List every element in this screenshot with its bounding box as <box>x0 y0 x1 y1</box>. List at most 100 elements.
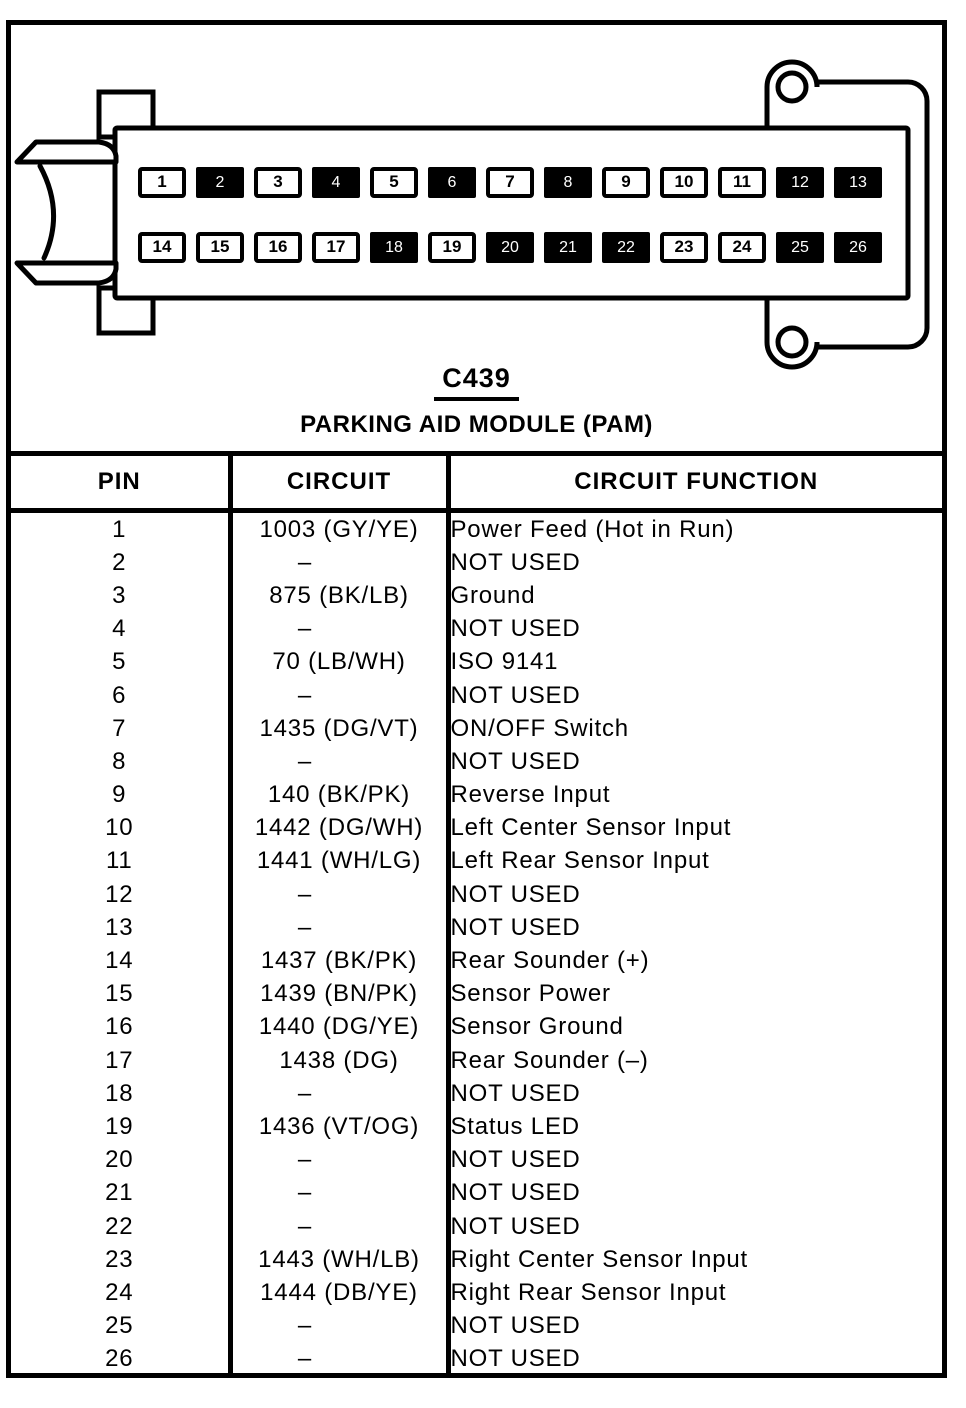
pin-5: 5 <box>370 167 418 198</box>
pin-cell: 11 <box>105 847 133 875</box>
pin-cell: 1 <box>112 515 127 543</box>
wire-crescent <box>37 163 56 261</box>
function-cell: Status LED <box>445 1110 942 1144</box>
function-cell: ISO 9141 <box>445 645 942 679</box>
pin-cell: 9 <box>112 781 127 809</box>
column-header-pin: PIN <box>11 453 230 513</box>
pin-2: 2 <box>196 167 244 198</box>
table-row: 24 1444 (DB/YE)Right Rear Sensor Input <box>11 1276 942 1310</box>
table-row: 11 1441 (WH/LG)Left Rear Sensor Input <box>11 844 942 879</box>
pin-cell: 16 <box>105 1013 134 1041</box>
pin-cell: 12 <box>105 880 134 908</box>
table-row: 2–NOT USED <box>11 546 942 580</box>
pin-cell: 15 <box>105 980 134 1008</box>
pin-7: 7 <box>486 167 534 198</box>
pin-9: 9 <box>602 167 650 198</box>
circuit-cell: 1444 (DB/YE) <box>227 1276 448 1310</box>
function-cell: Rear Sounder (+) <box>445 944 942 978</box>
pin-cell: 2 <box>112 548 127 576</box>
pin-16: 16 <box>254 232 302 263</box>
pin-cell: 7 <box>112 714 127 742</box>
circuit-cell: 140 (BK/PK) <box>227 778 448 812</box>
column-header-circuit: CIRCUIT <box>227 453 448 513</box>
pin-18: 18 <box>370 232 418 263</box>
pin-cell: 5 <box>112 648 127 676</box>
pin-22: 22 <box>602 232 650 263</box>
table-row: 21–NOT USED <box>11 1176 942 1210</box>
circuit-cell: 1439 (BN/PK) <box>227 977 448 1011</box>
table-row: 12–NOT USED <box>11 878 942 912</box>
circuit-cell: – <box>227 1342 448 1376</box>
pin-10: 10 <box>660 167 708 198</box>
function-cell: Sensor Ground <box>445 1010 942 1044</box>
table-row: 25–NOT USED <box>11 1309 942 1343</box>
circuit-cell: 1441 (WH/LG) <box>227 844 448 879</box>
pin-cell: 19 <box>105 1112 134 1140</box>
circuit-cell: 1440 (DG/YE) <box>227 1010 448 1044</box>
circuit-cell: – <box>227 546 448 580</box>
connector-tab-bottom <box>96 285 156 336</box>
pin-cell: 3 <box>112 581 127 609</box>
pin-cell: 14 <box>105 947 134 975</box>
function-cell: NOT USED <box>445 612 942 646</box>
pin-cell: 24 <box>105 1278 134 1306</box>
circuit-cell: – <box>227 878 448 912</box>
table-row: 9 140 (BK/PK)Reverse Input <box>11 778 942 812</box>
function-cell: Left Center Sensor Input <box>445 811 942 845</box>
table-row: 14 1437 (BK/PK)Rear Sounder (+) <box>11 944 942 978</box>
pin-25: 25 <box>776 232 824 263</box>
table-header-row: PIN CIRCUIT CIRCUIT FUNCTION <box>11 453 942 513</box>
table-row: 16 1440 (DG/YE)Sensor Ground <box>11 1010 942 1044</box>
pin-26: 26 <box>834 232 882 263</box>
pin-cell: 13 <box>105 913 134 941</box>
circuit-cell: – <box>227 1209 448 1244</box>
pin-13: 13 <box>834 167 882 198</box>
pin-cell: 20 <box>105 1146 134 1174</box>
pin-24: 24 <box>718 232 766 263</box>
circuit-cell: – <box>227 745 448 779</box>
circuit-cell: – <box>227 612 448 646</box>
pin-11: 11 <box>718 167 766 198</box>
circuit-cell: 875 (BK/LB) <box>227 579 448 613</box>
wire-wedge-bottom <box>14 260 119 286</box>
circuit-cell: 1443 (WH/LB) <box>227 1243 448 1277</box>
pin-1: 1 <box>138 167 186 198</box>
bracket-hole-top <box>775 70 809 104</box>
pin-15: 15 <box>196 232 244 263</box>
pin-21: 21 <box>544 232 592 263</box>
function-cell: Rear Sounder (–) <box>445 1044 942 1078</box>
connector-id-text: C439 <box>434 363 519 401</box>
pin-cell: 23 <box>105 1245 134 1273</box>
pin-19: 19 <box>428 232 476 263</box>
connector-name-label: PARKING AID MODULE (PAM) <box>300 411 653 438</box>
pin-20: 20 <box>486 232 534 263</box>
table-row: 4–NOT USED <box>11 612 942 646</box>
pin-cell: 22 <box>105 1212 134 1240</box>
table-row: 13–NOT USED <box>11 911 942 945</box>
circuit-cell: 1437 (BK/PK) <box>227 944 448 978</box>
pin-housing <box>112 125 911 301</box>
function-cell: Left Rear Sensor Input <box>445 844 942 879</box>
function-cell: Right Rear Sensor Input <box>445 1276 942 1310</box>
function-cell: NOT USED <box>445 1309 942 1343</box>
circuit-cell: – <box>227 1176 448 1210</box>
circuit-cell: 70 (LB/WH) <box>227 645 448 679</box>
circuit-cell: – <box>227 678 448 713</box>
function-cell: Reverse Input <box>445 778 942 812</box>
pin-14: 14 <box>138 232 186 263</box>
function-cell: NOT USED <box>445 1176 942 1210</box>
pin-cell: 26 <box>105 1345 134 1373</box>
circuit-cell: 1435 (DG/VT) <box>227 712 448 746</box>
table-row: 6–NOT USED <box>11 678 942 713</box>
pin-6: 6 <box>428 167 476 198</box>
function-cell: NOT USED <box>445 745 942 779</box>
function-cell: NOT USED <box>445 1143 942 1177</box>
function-cell: NOT USED <box>445 678 942 713</box>
